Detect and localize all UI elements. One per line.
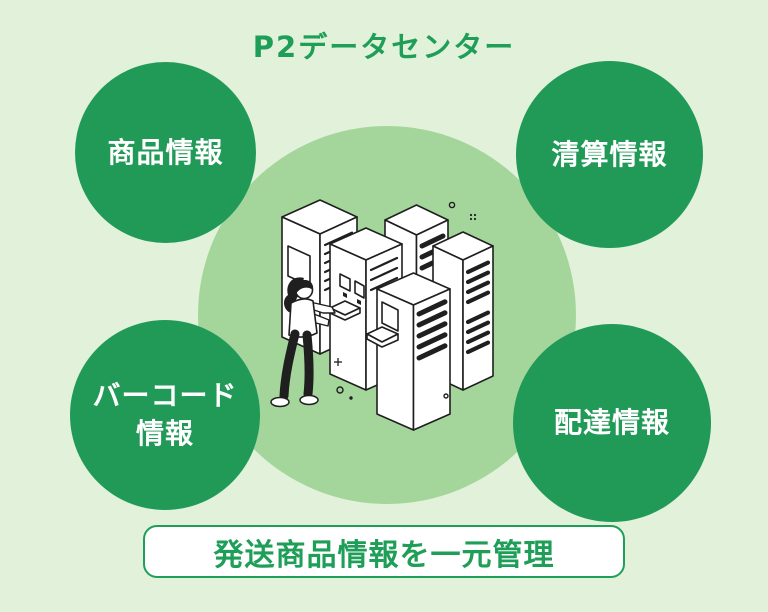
node-barcode-info: バーコード情報 [70, 320, 260, 510]
node-barcode-info-label: バーコード情報 [92, 379, 238, 450]
server-rack-far-right [432, 231, 494, 391]
node-product-info-label: 商品情報 [107, 135, 224, 169]
node-settlement-info: 清算情報 [516, 61, 703, 248]
ground-dots [336, 386, 449, 400]
node-delivery-info-label: 配達情報 [553, 406, 670, 440]
server-rack-front-right [366, 272, 451, 431]
node-product-info: 商品情報 [75, 62, 256, 243]
server-rack-console [329, 227, 403, 391]
woman-figure [270, 277, 336, 408]
summary-banner-label: 発送商品情報を一元管理 [213, 537, 555, 573]
page-title: P2データセンター [252, 30, 516, 64]
node-delivery-info: 配達情報 [513, 324, 711, 522]
sparkle-decorations [448, 201, 477, 221]
summary-banner: 発送商品情報を一元管理 [143, 525, 625, 578]
node-settlement-info-label: 清算情報 [551, 137, 668, 171]
server-room-illustration [270, 199, 494, 431]
